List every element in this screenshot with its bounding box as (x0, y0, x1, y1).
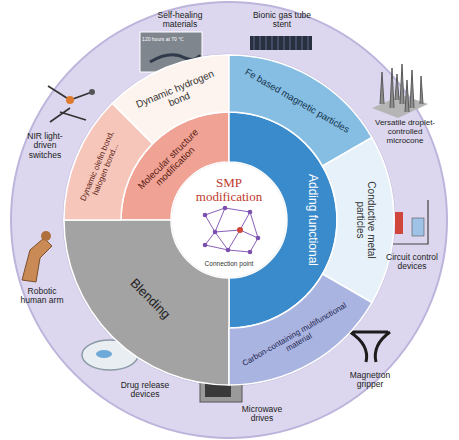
sector-shape (121, 112, 229, 220)
node-text: Blending (110, 259, 191, 340)
node-text: Dynamic hydrogen bond (134, 68, 221, 121)
node-text: Connection point (189, 260, 269, 267)
circuit-part (395, 212, 403, 234)
petri-dish (82, 340, 138, 370)
application-label: Microwave drives (235, 405, 290, 424)
application-label: Magnetron gripper (340, 371, 400, 390)
network-points (203, 206, 261, 255)
stent-image (250, 36, 312, 50)
application-label: Drug release devices (118, 381, 173, 400)
node-text: Fe based magnetic particles (242, 66, 351, 135)
microwave-window (205, 375, 231, 397)
application-label: Versatile droplet-controlled microcone (369, 119, 441, 145)
gripper-image (350, 332, 390, 362)
application-label: Robotic human arm (16, 287, 68, 306)
sector-shape (112, 55, 229, 144)
node-text: Conductive metal particles (355, 175, 377, 265)
sector-shape (229, 112, 337, 328)
robotic-arm-image (22, 238, 52, 282)
sector-shape (64, 220, 229, 385)
network-lines (205, 208, 258, 252)
application-label: Bionic gas tube stent (252, 11, 312, 30)
sector-shape (323, 138, 394, 303)
node-text: Dynamic olefin bond, halogen bond... (76, 121, 129, 216)
sector-shape (229, 274, 372, 385)
sector-shape (171, 162, 287, 278)
photo-detail (150, 55, 200, 62)
photo (140, 32, 202, 72)
node-text: Adding functional (305, 145, 318, 295)
microcone-spikes (380, 64, 423, 112)
sector-shape (64, 103, 153, 220)
sector-shape (229, 55, 372, 166)
nir-switch-image (48, 86, 92, 122)
connection-point-dot (237, 227, 243, 233)
beaker (412, 218, 424, 236)
application-label: 120 hours at 70 ℃ (138, 37, 188, 43)
ring-border (63, 54, 395, 386)
application-label: Self-healing materials (145, 11, 215, 30)
nir-part (89, 89, 95, 95)
circuit-wire (388, 200, 428, 244)
robotic-hand (41, 231, 51, 241)
node-text: Carbon-containing multifunctional materi… (232, 296, 362, 381)
node-text: Molecular structure modification (122, 113, 222, 213)
node-text: SMP modification (189, 176, 269, 205)
nir-light (66, 96, 74, 104)
stent-grid (254, 36, 308, 50)
application-label: Circuit control devices (382, 253, 442, 272)
application-label: NIR light-driven switches (16, 132, 74, 160)
microwave-image (200, 370, 242, 402)
drug-sample (96, 350, 112, 358)
outer-ring (11, 2, 447, 438)
